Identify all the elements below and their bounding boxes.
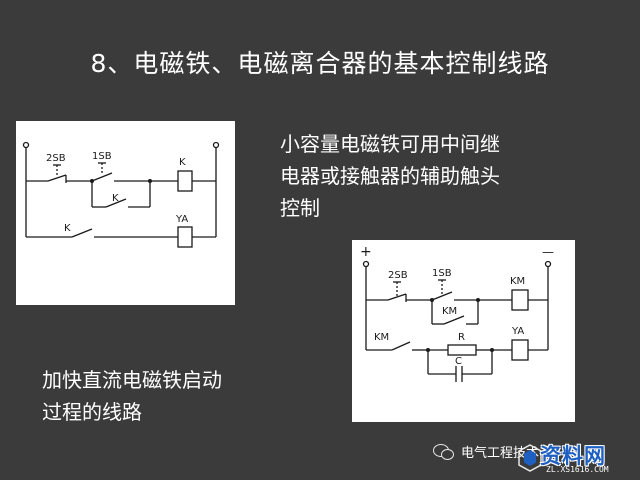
coil-ya [511, 339, 529, 361]
label-minus: — [542, 245, 554, 259]
description-top: 小容量电磁铁可用中间继 电器或接触器的辅助触头 控制 [280, 128, 580, 224]
sb2-contact [47, 174, 67, 182]
resistor [447, 344, 477, 356]
km-hold-contact [443, 315, 465, 325]
label-2sb: 2SB [46, 153, 66, 164]
wechat-icon [433, 442, 455, 460]
sb1-contact [91, 172, 113, 182]
label-1sb: 1SB [432, 268, 452, 279]
label-plus: + [360, 244, 372, 260]
left-terminal [22, 141, 30, 149]
plus-terminal [362, 260, 370, 268]
coil-k [177, 170, 193, 192]
label-coil-k: K [179, 157, 186, 168]
right-terminal [212, 141, 220, 149]
node-3 [426, 348, 430, 352]
label-k-hold: K [112, 193, 119, 204]
sb2-contact [387, 293, 407, 301]
description-bottom: 加快直流电磁铁启动 过程的线路 [42, 364, 302, 428]
logo-sub-text: ZL.XS1616.COM [546, 465, 609, 474]
label-coil-ya: YA [175, 214, 188, 225]
label-capacitor: C [455, 356, 462, 367]
site-logo: 资料网 ZL.XS1616.COM [518, 440, 636, 478]
sb1-contact [431, 291, 453, 301]
node-1 [90, 179, 94, 183]
circuit-diagram-dc-magnet-svg: + — [360, 244, 554, 382]
label-km: KM [374, 332, 389, 343]
label-coil-ya: YA [511, 326, 524, 337]
description-top-line-3: 控制 [280, 196, 320, 220]
circuit-diagram-relay: 2SB 1SB K K K YA [16, 121, 235, 305]
node-2 [476, 298, 480, 302]
node-2 [148, 179, 152, 183]
node-1 [430, 298, 434, 302]
label-1sb: 1SB [92, 151, 112, 162]
k-contact [71, 228, 93, 238]
circuit-diagram-relay-svg: 2SB 1SB K K K YA [22, 141, 220, 248]
minus-terminal [544, 260, 552, 268]
description-top-line-2: 电器或接触器的辅助触头 [280, 164, 500, 188]
node-4 [490, 348, 494, 352]
label-2sb: 2SB [388, 270, 408, 281]
label-km-hold: KM [442, 306, 457, 317]
coil-ya [177, 226, 193, 248]
label-resistor: R [458, 332, 465, 343]
description-top-line-1: 小容量电磁铁可用中间继 [280, 132, 500, 156]
description-bottom-line-2: 过程的线路 [42, 400, 142, 424]
circuit-diagram-dc-magnet: + — [352, 240, 575, 422]
k-hold-contact [105, 198, 127, 208]
km-contact [391, 341, 411, 351]
logo-mark-icon [518, 444, 542, 472]
coil-km [511, 289, 529, 311]
description-bottom-line-1: 加快直流电磁铁启动 [42, 368, 222, 392]
logo-main-text: 资料网 [540, 444, 606, 468]
label-coil-km: KM [510, 276, 525, 287]
label-k: K [64, 223, 71, 234]
slide-title: 8、电磁铁、电磁离合器的基本控制线路 [90, 49, 550, 78]
